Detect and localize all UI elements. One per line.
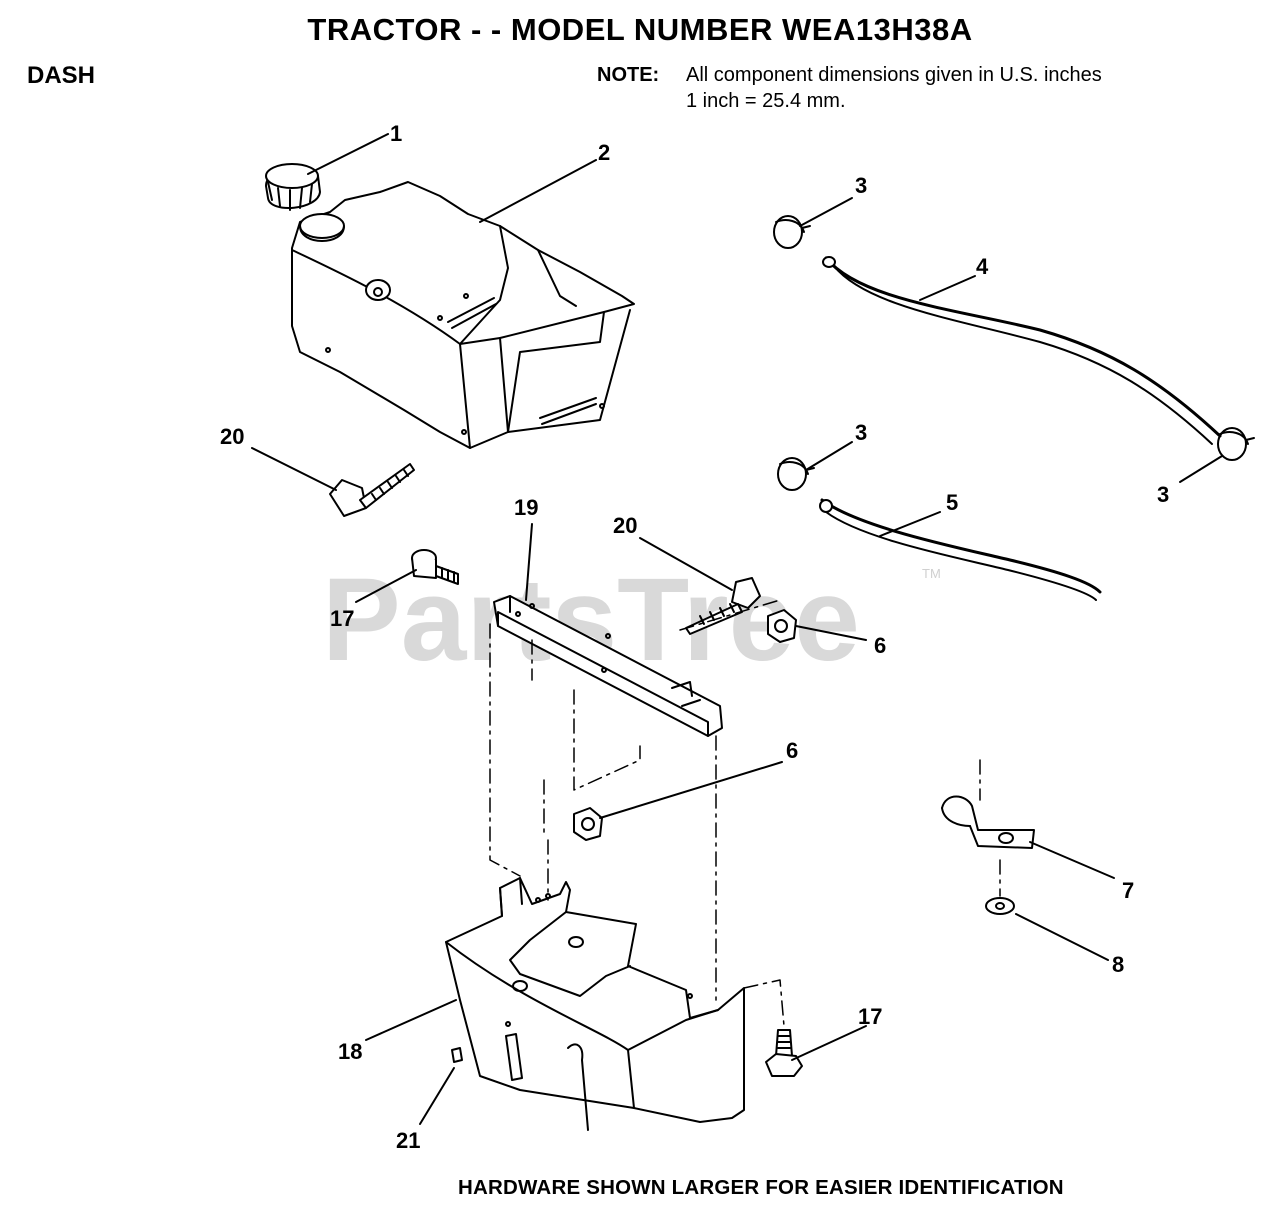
note-label: NOTE: — [597, 64, 660, 86]
bolt-part-17b[interactable] — [765, 1029, 803, 1077]
page-title: TRACTOR - - MODEL NUMBER WEA13H38A — [307, 12, 973, 47]
fuel-hose-part-4[interactable] — [822, 256, 1222, 445]
screw-part-20b[interactable] — [685, 577, 761, 635]
callout-18: 18 — [338, 1039, 362, 1064]
section-label: DASH — [27, 62, 96, 89]
clip-part-7[interactable] — [941, 795, 1035, 849]
pin-part-21[interactable] — [451, 1047, 463, 1063]
callout-6b: 6 — [786, 738, 798, 763]
bolt-part-17a[interactable] — [411, 549, 459, 585]
callout-2: 2 — [598, 140, 610, 165]
callout-7: 7 — [1122, 878, 1134, 903]
callout-6a: 6 — [874, 633, 886, 658]
callout-17a: 17 — [330, 606, 354, 631]
callout-3c: 3 — [1157, 482, 1169, 507]
callout-5: 5 — [946, 490, 958, 515]
callout-3b: 3 — [855, 420, 867, 445]
callout-17b: 17 — [858, 1004, 882, 1029]
hose-clamp-part-3b[interactable] — [777, 457, 815, 491]
fuel-hose-part-5[interactable] — [819, 498, 1102, 601]
screw-part-20a[interactable] — [329, 463, 415, 517]
callout-8: 8 — [1112, 952, 1124, 977]
lower-dash-panel-part-18[interactable] — [445, 877, 745, 1131]
callout-20b: 20 — [613, 513, 637, 538]
callout-numbers: 1 2 3 4 3 3 5 20 19 20 17 6 6 7 8 17 18 … — [220, 121, 1169, 1153]
watermark-tm: TM — [922, 566, 941, 581]
hose-clamp-part-3a[interactable] — [773, 215, 811, 249]
footer-note: HARDWARE SHOWN LARGER FOR EASIER IDENTIF… — [458, 1176, 1064, 1199]
hose-clamp-part-3c[interactable] — [1217, 427, 1255, 461]
callout-21: 21 — [396, 1128, 420, 1153]
callout-1: 1 — [390, 121, 402, 146]
dash-housing-part-2[interactable] — [291, 181, 635, 449]
callout-20a: 20 — [220, 424, 244, 449]
nut-part-6b[interactable] — [573, 807, 603, 841]
callout-3a: 3 — [855, 173, 867, 198]
note-line-2: 1 inch = 25.4 mm. — [686, 90, 846, 112]
assembly-lines — [489, 599, 1001, 1027]
note-line-1: All component dimensions given in U.S. i… — [686, 64, 1102, 86]
callout-4: 4 — [976, 254, 989, 279]
callout-19: 19 — [514, 495, 538, 520]
washer-part-8[interactable] — [985, 897, 1015, 915]
bracket-part-19[interactable] — [493, 595, 723, 737]
leader-lines — [251, 133, 1223, 1125]
nut-part-6a[interactable] — [767, 609, 797, 643]
fuel-cap-part-1[interactable] — [265, 163, 321, 211]
